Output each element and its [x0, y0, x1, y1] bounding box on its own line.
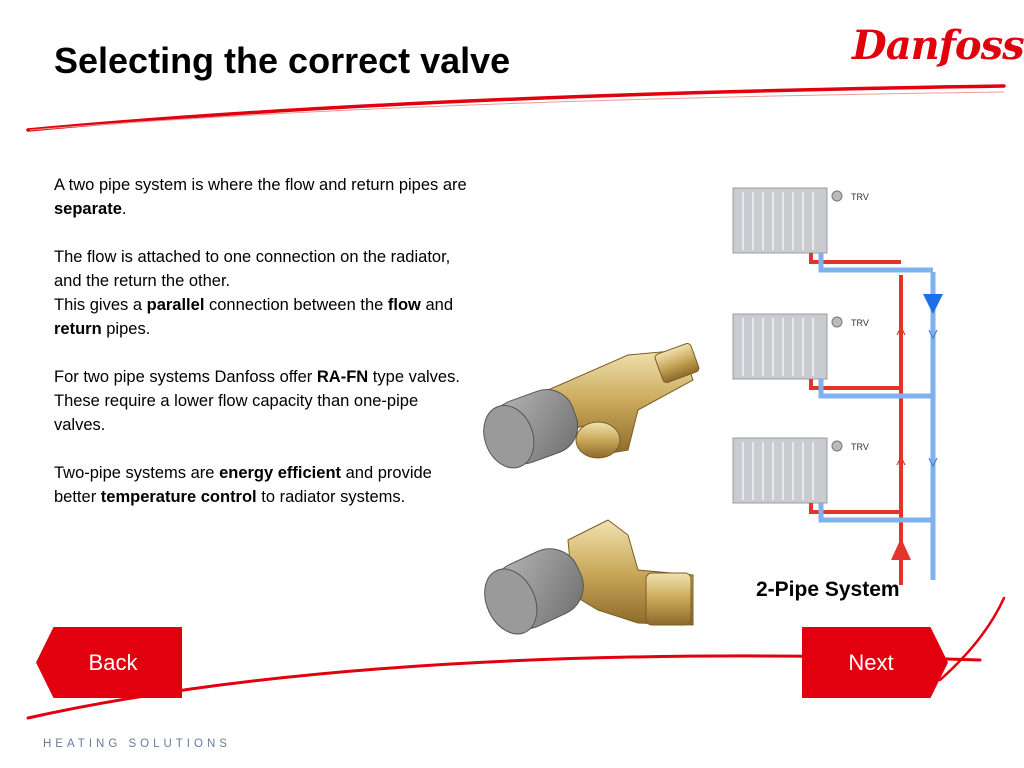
bold-term: flow	[387, 296, 421, 314]
bold-term: return	[54, 320, 102, 338]
radiator-unit: TRV	[732, 313, 933, 399]
text-run: The flow is attached to one connection o…	[54, 248, 451, 290]
text-run: For two pipe systems Danfoss offer	[54, 368, 317, 386]
body-text: A two pipe system is where the flow and …	[54, 173, 474, 533]
text-run: and provide better	[54, 464, 432, 506]
flow-up-arrow-icon	[891, 538, 911, 560]
back-button[interactable]: Back	[36, 627, 182, 698]
text-run: A two pipe system is where the flow and …	[54, 176, 467, 194]
bold-term: parallel	[146, 296, 205, 314]
bold-term: temperature control	[100, 488, 257, 506]
angle-valve-image	[484, 519, 694, 635]
paragraph-two-pipe-definition: A two pipe system is where the flow and …	[54, 173, 474, 221]
straight-valve-image	[483, 343, 700, 469]
trv-label: TRV	[851, 318, 869, 328]
radiator-unit: TRV	[732, 437, 933, 523]
paragraph-energy-efficient: Two-pipe systems are energy efficient an…	[54, 461, 474, 509]
text-run: .	[121, 200, 127, 218]
text-run: pipes.	[101, 320, 151, 338]
text-run: Two-pipe systems are	[54, 464, 220, 482]
paragraph-ra-fn: For two pipe systems Danfoss offer RA-FN…	[54, 365, 474, 437]
bold-term: energy efficient	[219, 464, 342, 482]
return-down-arrow-icon	[923, 294, 943, 314]
bold-term: RA-FN	[316, 368, 369, 386]
paragraph-parallel: This gives a parallel connection between…	[54, 293, 474, 341]
text-run: type valves. These require a lower flow …	[54, 368, 460, 434]
text-run: This gives a	[54, 296, 147, 314]
radiator-unit: TRV	[732, 187, 933, 273]
paragraph-flow-attached: The flow is attached to one connection o…	[54, 245, 474, 293]
trv-label: TRV	[851, 442, 869, 452]
text-run: and	[420, 296, 454, 314]
bold-term: separate	[54, 200, 122, 218]
return-down-arrows	[928, 329, 938, 468]
text-run: connection between the	[204, 296, 388, 314]
trv-label: TRV	[851, 192, 869, 202]
brand-logo: Danfoss	[852, 22, 1024, 69]
diagram-caption: 2-Pipe System	[756, 578, 900, 601]
text-run: to radiator systems.	[256, 488, 406, 506]
footer-text: HEATING SOLUTIONS	[43, 738, 231, 750]
next-button[interactable]: Next	[802, 627, 948, 698]
two-pipe-system-diagram: TRV TRV TRV	[732, 187, 943, 585]
page-title: Selecting the correct valve	[54, 40, 511, 81]
flow-up-arrows	[896, 325, 906, 466]
